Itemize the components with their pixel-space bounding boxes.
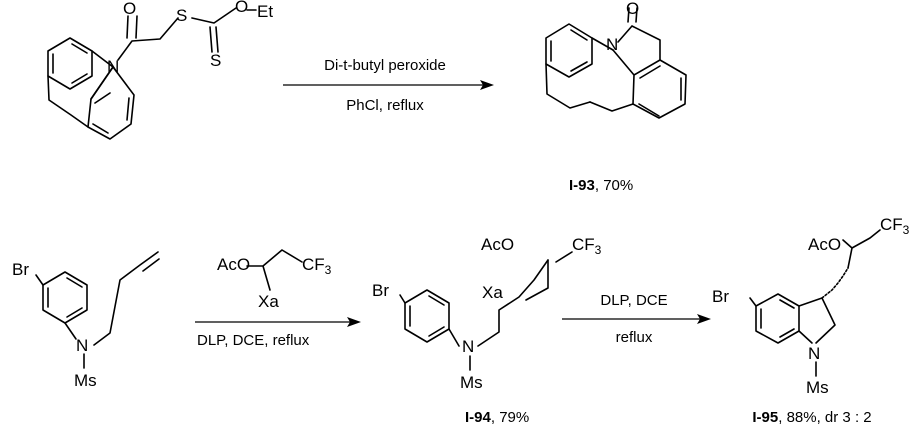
reactant-n-allyl-aniline <box>35 251 160 346</box>
atom-s: S <box>210 51 221 70</box>
atom-et: Et <box>257 2 273 21</box>
reactant-xanthate-dibenzazepine <box>47 7 237 140</box>
atom-n: N <box>76 336 88 355</box>
atom-xa: Xa <box>482 283 503 302</box>
atom-br: Br <box>12 260 29 279</box>
atom-aco: AcO <box>481 235 514 254</box>
product-i-94-caption: I-94, 79% <box>465 409 529 426</box>
product-i-93-caption: I-93, 70% <box>569 177 633 194</box>
atom-cf3: CF3 <box>880 215 910 237</box>
atom-ms: Ms <box>806 378 829 397</box>
atom-n: N <box>107 57 119 76</box>
product-i-95-structure <box>749 229 881 344</box>
reaction2-conditions: DLP, DCE, reflux <box>197 332 310 349</box>
product-i-94-id: I-94 <box>465 409 492 426</box>
product-i-93-yield: , 70% <box>595 177 633 194</box>
product-i-95-caption: I-95, 88%, dr 3 : 2 <box>752 409 871 426</box>
atom-aco: AcO <box>808 235 841 254</box>
reaction1-reagent: Di-t-butyl peroxide <box>324 57 446 74</box>
reaction3-conditions: reflux <box>616 329 653 346</box>
reaction1-conditions: PhCl, reflux <box>346 97 424 114</box>
product-i-95-id: I-95 <box>752 409 778 426</box>
atom-br: Br <box>712 287 729 306</box>
product-i-93-id: I-93 <box>569 177 595 194</box>
atom-o: O <box>235 0 248 16</box>
product-i-94-structure <box>399 251 573 347</box>
reagent-xanthate-trifluoro <box>246 249 303 291</box>
reagent-xa: Xa <box>258 292 279 311</box>
atom-o: O <box>123 0 136 18</box>
product-i-93-structure <box>545 7 687 119</box>
atom-ms: Ms <box>460 373 483 392</box>
atom-ms: Ms <box>74 371 97 390</box>
reaction-arrow-2 <box>195 317 361 327</box>
atom-s: S <box>176 6 187 25</box>
reaction-arrow-3 <box>562 314 711 324</box>
atom-n: N <box>606 35 618 54</box>
reaction3-reagent: DLP, DCE <box>600 292 667 309</box>
reagent-aco: AcO <box>217 255 250 274</box>
atom-o: O <box>626 0 639 18</box>
atom-cf3: CF3 <box>572 235 602 257</box>
reaction-arrow-1 <box>283 80 494 90</box>
atom-n: N <box>808 344 820 363</box>
atom-br: Br <box>372 281 389 300</box>
atom-n: N <box>462 337 474 356</box>
product-i-94-yield: , 79% <box>491 409 529 426</box>
reagent-cf3: CF3 <box>302 255 332 277</box>
product-i-95-yield: , 88%, dr 3 : 2 <box>778 409 871 426</box>
